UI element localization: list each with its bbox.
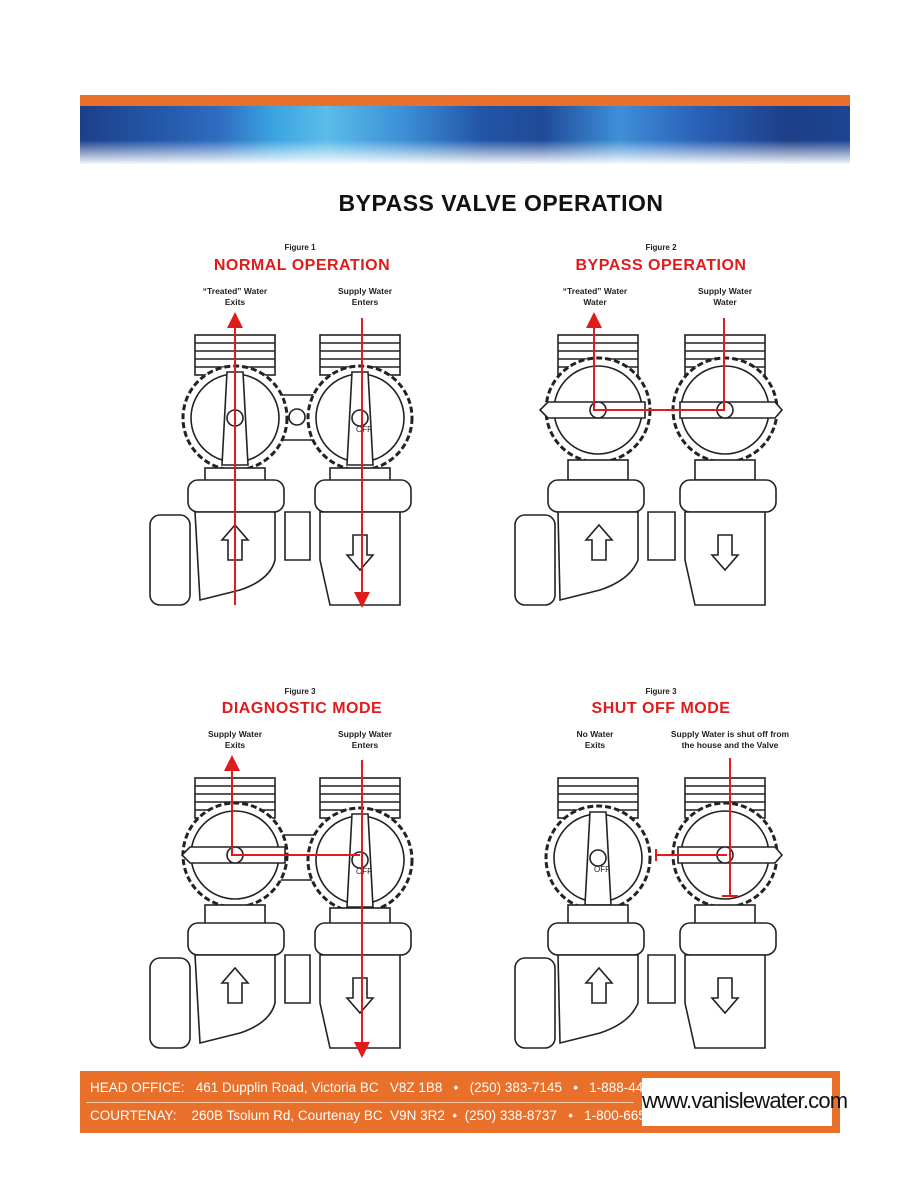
caption-line: Enters xyxy=(351,297,379,307)
website-box xyxy=(642,1078,832,1126)
figure-4-title: SHUT OFF MODE xyxy=(591,700,731,717)
figure-1-label: Figure 1 xyxy=(284,243,316,252)
caption-line: Water xyxy=(583,297,607,307)
caption-line: “Treated” Water xyxy=(202,286,268,296)
figure-2-right-caption: Supply Water Water xyxy=(665,286,785,308)
figure-3-title: DIAGNOSTIC MODE xyxy=(221,700,383,717)
page-title: BYPASS VALVE OPERATION xyxy=(338,190,664,216)
header-orange-stripe xyxy=(80,95,850,106)
caption-line: Supply Water xyxy=(698,286,752,296)
figure-2-title: BYPASS OPERATION xyxy=(575,257,747,274)
caption-line: Supply Water xyxy=(208,729,262,739)
figure-2-left-caption: “Treated” Water Water xyxy=(535,286,655,308)
off-mark: OFF xyxy=(356,867,372,876)
caption-line: Enters xyxy=(351,740,379,750)
figure-2-label: Figure 2 xyxy=(645,243,677,252)
figure-1-title: NORMAL OPERATION xyxy=(213,257,391,274)
footer-divider xyxy=(86,1102,634,1103)
figure-4-right-caption: Supply Water is shut off from the house … xyxy=(650,729,810,751)
caption-line: Exits xyxy=(224,740,246,750)
caption-line: Exits xyxy=(224,297,246,307)
figure-4-left-caption: No Water Exits xyxy=(545,729,645,751)
caption-line: Supply Water xyxy=(338,286,392,296)
footer-courtenay: COURTENAY: 260B Tsolum Rd, Courtenay BC … xyxy=(90,1108,680,1123)
caption-line: Supply Water is shut off from xyxy=(670,729,790,739)
website-link[interactable]: www.vanislewater.com xyxy=(642,1088,848,1113)
caption-line: Water xyxy=(713,297,737,307)
figure-3-left-caption: Supply Water Exits xyxy=(175,729,295,751)
caption-line: the house and the Valve xyxy=(681,740,779,750)
off-mark: OFF xyxy=(356,425,372,434)
off-mark: OFF xyxy=(594,865,610,874)
caption-line: No Water xyxy=(576,729,614,739)
figure-1-right-caption: Supply Water Enters xyxy=(305,286,425,308)
figure-3-right-caption: Supply Water Enters xyxy=(305,729,425,751)
caption-line: Supply Water xyxy=(338,729,392,739)
header-banner-fade xyxy=(80,140,850,164)
caption-line: “Treated” Water xyxy=(562,286,628,296)
footer-head-office: HEAD OFFICE: 461 Dupplin Road, Victoria … xyxy=(90,1080,686,1095)
figure-1-left-caption: “Treated” Water Exits xyxy=(175,286,295,308)
figure-4-label: Figure 3 xyxy=(645,687,677,696)
caption-line: Exits xyxy=(584,740,606,750)
figure-3-label: Figure 3 xyxy=(284,687,316,696)
